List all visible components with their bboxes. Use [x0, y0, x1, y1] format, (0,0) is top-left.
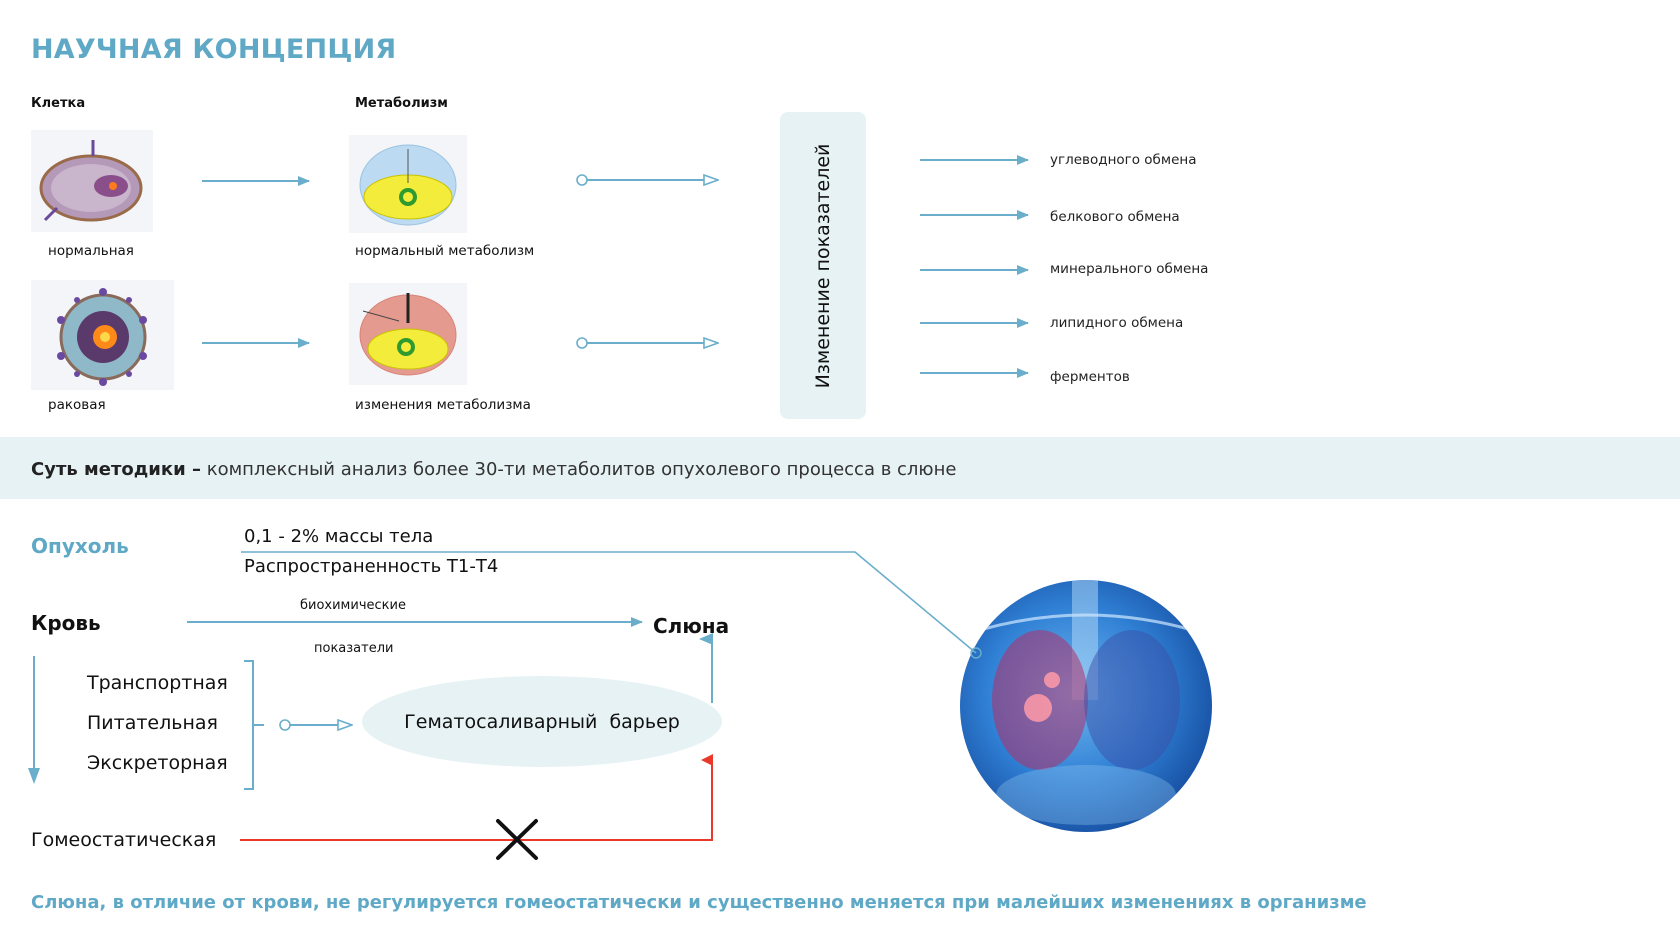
tumor-pointer-line [241, 551, 982, 659]
method-summary-text: Суть методики – комплексный анализ более… [31, 459, 956, 480]
blood-label: Кровь [31, 611, 101, 635]
column-header-metabolism: Метаболизм [355, 96, 448, 111]
cancer-cell-image [31, 280, 174, 390]
saliva-label: Слюна [653, 614, 730, 638]
footer-conclusion: Слюна, в отличие от крови, не регулирует… [31, 892, 1367, 913]
tumor-label: Опухоль [31, 534, 129, 558]
function-excretory: Экскреторная [87, 752, 228, 774]
hematosalivary-barrier-label: Гематосаливарный барьер [404, 710, 680, 733]
lung-tumor-image [960, 580, 1212, 832]
connector-changed-metabolism [576, 338, 718, 348]
changed-metabolism-image [349, 283, 467, 385]
homeostatic-label: Гомеостатическая [31, 829, 217, 851]
output-label-lipid: липидного обмена [1050, 315, 1184, 331]
function-transport: Транспортная [87, 672, 228, 694]
normal-metabolism-image [349, 135, 467, 233]
column-header-cell: Клетка [31, 96, 86, 111]
functions-bracket [244, 660, 264, 790]
homeostatic-blocked-path [240, 754, 713, 841]
output-label-protein: белкового обмена [1050, 209, 1180, 225]
connector-functions-to-barrier [279, 720, 352, 730]
hematosalivary-barrier: Гематосаливарный барьер [362, 676, 722, 767]
method-summary-body: комплексный анализ более 30-ти метаболит… [201, 459, 957, 480]
tumor-spread-text: Распространенность Т1-Т4 [244, 556, 499, 577]
changed-metabolism-caption: изменения метаболизма [355, 397, 531, 413]
page-title: НАУЧНАЯ КОНЦЕПЦИЯ [31, 34, 397, 65]
connector-normal-metabolism [576, 175, 718, 185]
normal-metabolism-caption: нормальный метаболизм [355, 243, 535, 259]
blocked-x-icon [496, 819, 538, 860]
indicator-change-box: Изменение показателей [780, 112, 866, 419]
output-label-carbohydrate: углеводного обмена [1050, 152, 1197, 168]
normal-cell-caption: нормальная [48, 243, 134, 259]
arrow-bottom-label: показатели [314, 641, 394, 656]
function-nutritional: Питательная [87, 712, 218, 734]
arrow-top-label: биохимические [300, 598, 406, 613]
cancer-cell-caption: раковая [48, 397, 106, 413]
method-summary-band [0, 437, 1680, 499]
method-summary-bold: Суть методики – [31, 459, 201, 480]
normal-cell-image [31, 130, 153, 232]
output-label-mineral: минерального обмена [1050, 261, 1209, 277]
arrow-blood-down [28, 656, 40, 784]
output-label-enzymes: ферментов [1050, 369, 1130, 385]
tumor-mass-text: 0,1 - 2% массы тела [244, 526, 434, 547]
